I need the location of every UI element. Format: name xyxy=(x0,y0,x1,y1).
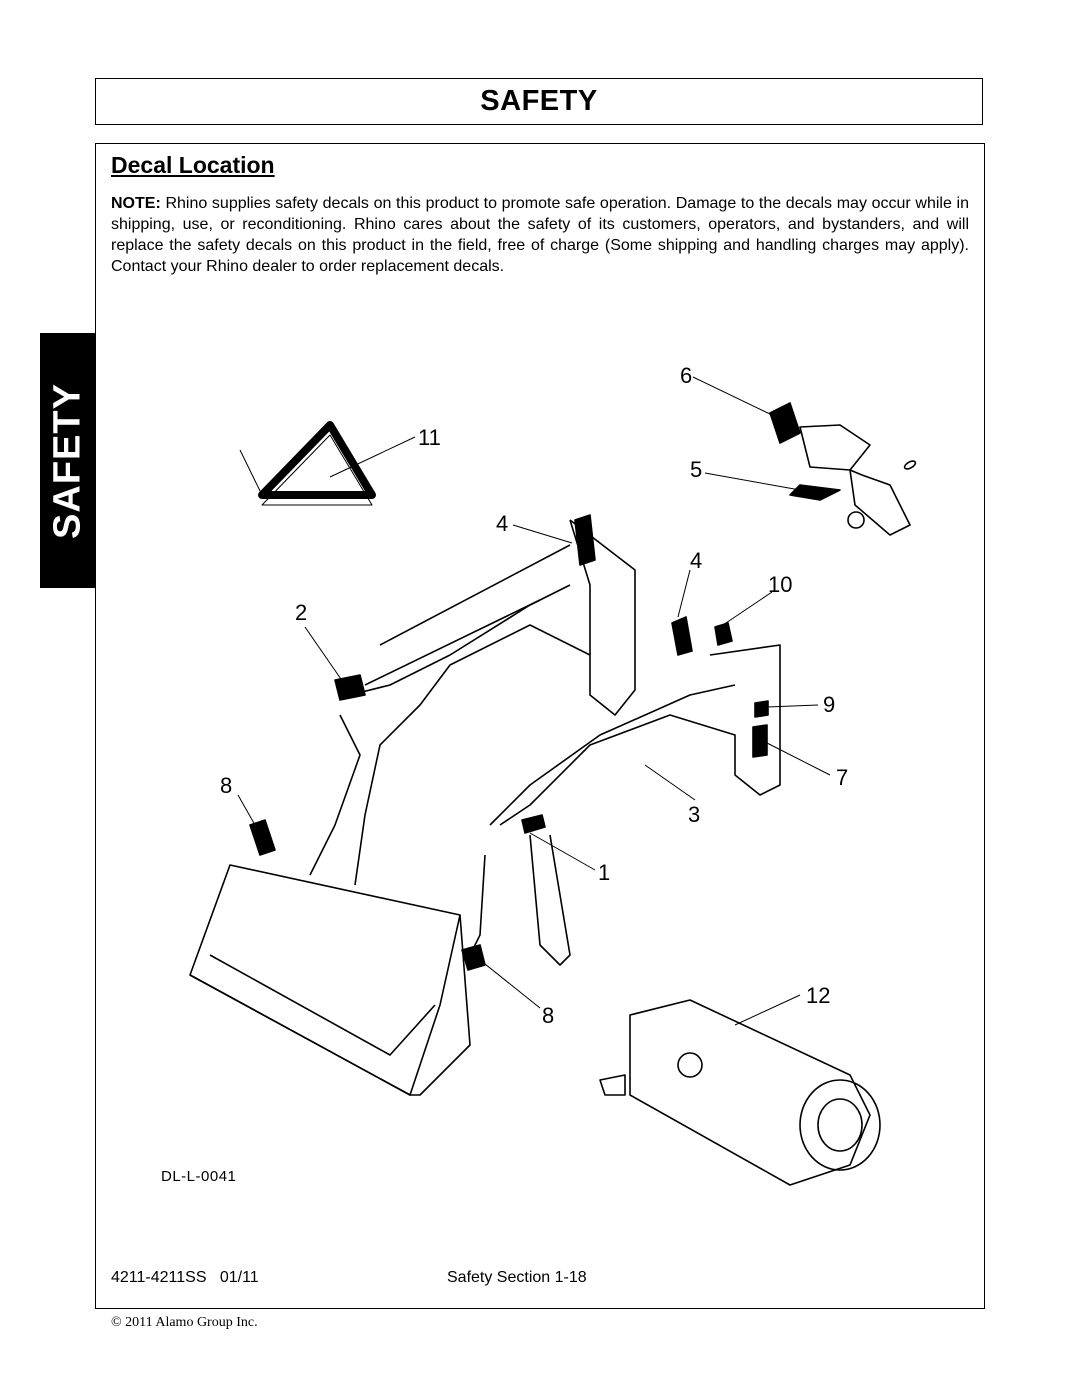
header-box: SAFETY xyxy=(95,78,983,125)
callout-2: 2 xyxy=(295,600,307,625)
footer-page-number: Safety Section 1-18 xyxy=(447,1269,587,1286)
side-tab: SAFETY xyxy=(40,333,95,588)
callout-8-bottom: 8 xyxy=(542,1003,554,1028)
leader-lines xyxy=(237,376,831,1026)
bracket-part xyxy=(769,402,917,536)
smv-emblem xyxy=(239,421,376,506)
note-paragraph: NOTE: Rhino supplies safety decals on th… xyxy=(111,193,969,277)
section-title: Decal Location xyxy=(111,152,275,178)
callout-10: 10 xyxy=(768,572,792,597)
note-text: Rhino supplies safety decals on this pro… xyxy=(111,195,969,275)
decal-location-diagram: 6 11 5 4 4 10 2 9 7 8 3 1 12 8 xyxy=(189,363,917,1186)
callout-5: 5 xyxy=(690,457,702,482)
loader-arm-left xyxy=(309,514,636,886)
side-tab-label: SAFETY xyxy=(46,382,88,539)
callout-7: 7 xyxy=(836,765,848,790)
callout-4-right: 4 xyxy=(690,548,702,573)
callout-8-left: 8 xyxy=(220,773,232,798)
callout-9: 9 xyxy=(823,692,835,717)
callout-11: 11 xyxy=(418,425,441,450)
callout-1: 1 xyxy=(598,860,610,885)
footer-doc-id: 4211-4211SS 01/11 xyxy=(111,1269,259,1286)
callout-6: 6 xyxy=(680,363,692,388)
callout-4-top: 4 xyxy=(496,511,508,536)
copyright: © 2011 Alamo Group Inc. xyxy=(111,1315,258,1330)
bucket xyxy=(189,819,486,1096)
callout-labels: 6 11 5 4 4 10 2 9 7 8 3 1 12 8 xyxy=(220,363,848,1028)
note-label: NOTE: xyxy=(111,195,161,212)
cylinder-part xyxy=(599,999,881,1186)
page-header-title: SAFETY xyxy=(480,85,598,117)
figure-code: DL-L-0041 xyxy=(161,1168,237,1185)
callout-12: 12 xyxy=(806,983,830,1008)
content-frame xyxy=(95,143,985,1309)
callout-3: 3 xyxy=(688,802,700,827)
loader-arm-right xyxy=(469,616,781,966)
